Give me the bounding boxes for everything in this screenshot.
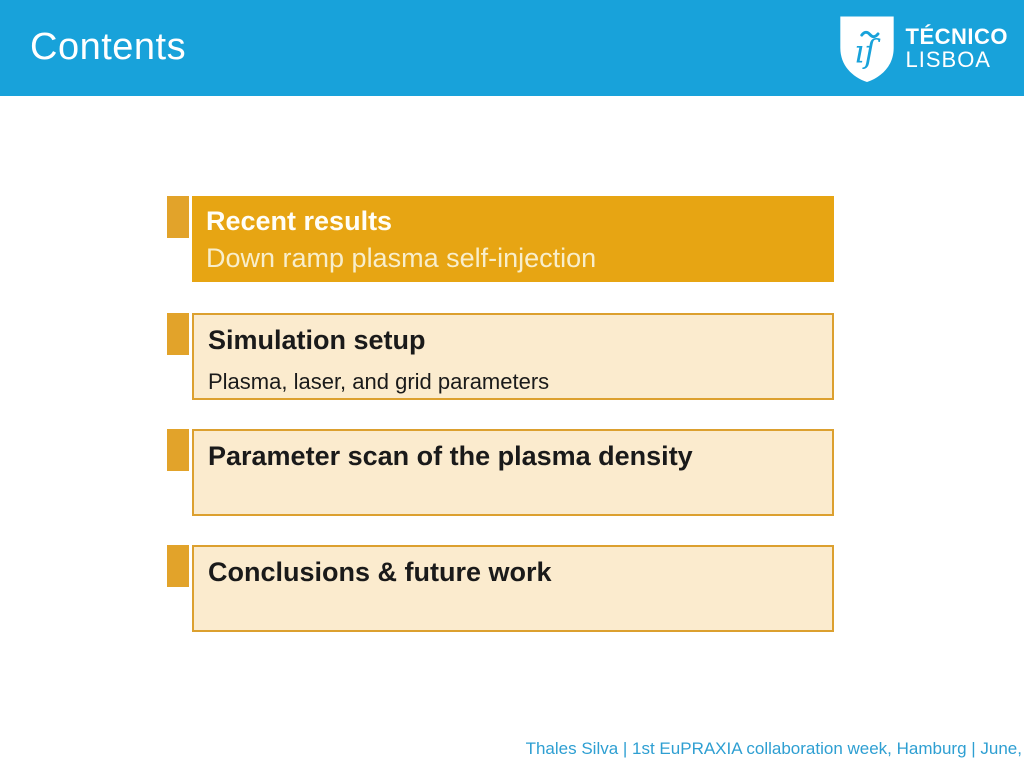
page-title: Contents: [30, 26, 187, 68]
bullet-square-icon: [167, 196, 189, 238]
bullet-square-icon: [167, 429, 189, 471]
footer-credit: Thales Silva | 1st EuPRAXIA collaboratio…: [525, 739, 1022, 758]
ist-shield-icon: ıſ: [839, 16, 894, 83]
logo-line-lisboa: LISBOA: [905, 47, 991, 72]
logo-line-tecnico: TÉCNICO: [905, 24, 1008, 50]
toc-item-conclusions: Conclusions & future work: [167, 545, 834, 632]
toc-item-title: Simulation setup: [208, 325, 426, 355]
toc-item-recent-results: Recent results Down ramp plasma self-inj…: [167, 196, 834, 282]
bullet-square-icon: [167, 545, 189, 587]
logo-wordmark: TÉCNICO LISBOA: [905, 24, 1009, 72]
toc-item-title: Conclusions & future work: [208, 557, 552, 587]
toc-box: Recent results Down ramp plasma self-inj…: [192, 196, 834, 282]
slide-header-bar: Contents ıſ TÉCNICO LISBOA: [0, 0, 1024, 96]
toc-box: Parameter scan of the plasma density: [192, 429, 834, 516]
toc-item-title: Parameter scan of the plasma density: [208, 441, 693, 471]
toc-box: Conclusions & future work: [192, 545, 834, 632]
bullet-square-icon: [167, 313, 189, 355]
toc-box: Simulation setup Plasma, laser, and grid…: [192, 313, 834, 400]
tecnico-lisboa-logo: ıſ TÉCNICO LISBOA: [838, 14, 1009, 84]
toc-item-simulation-setup: Simulation setup Plasma, laser, and grid…: [167, 313, 834, 400]
toc-item-parameter-scan: Parameter scan of the plasma density: [167, 429, 834, 516]
toc-item-subtitle: Plasma, laser, and grid parameters: [208, 368, 550, 394]
toc-item-subtitle: Down ramp plasma self-injection: [206, 242, 597, 273]
toc-item-title: Recent results: [206, 206, 393, 236]
